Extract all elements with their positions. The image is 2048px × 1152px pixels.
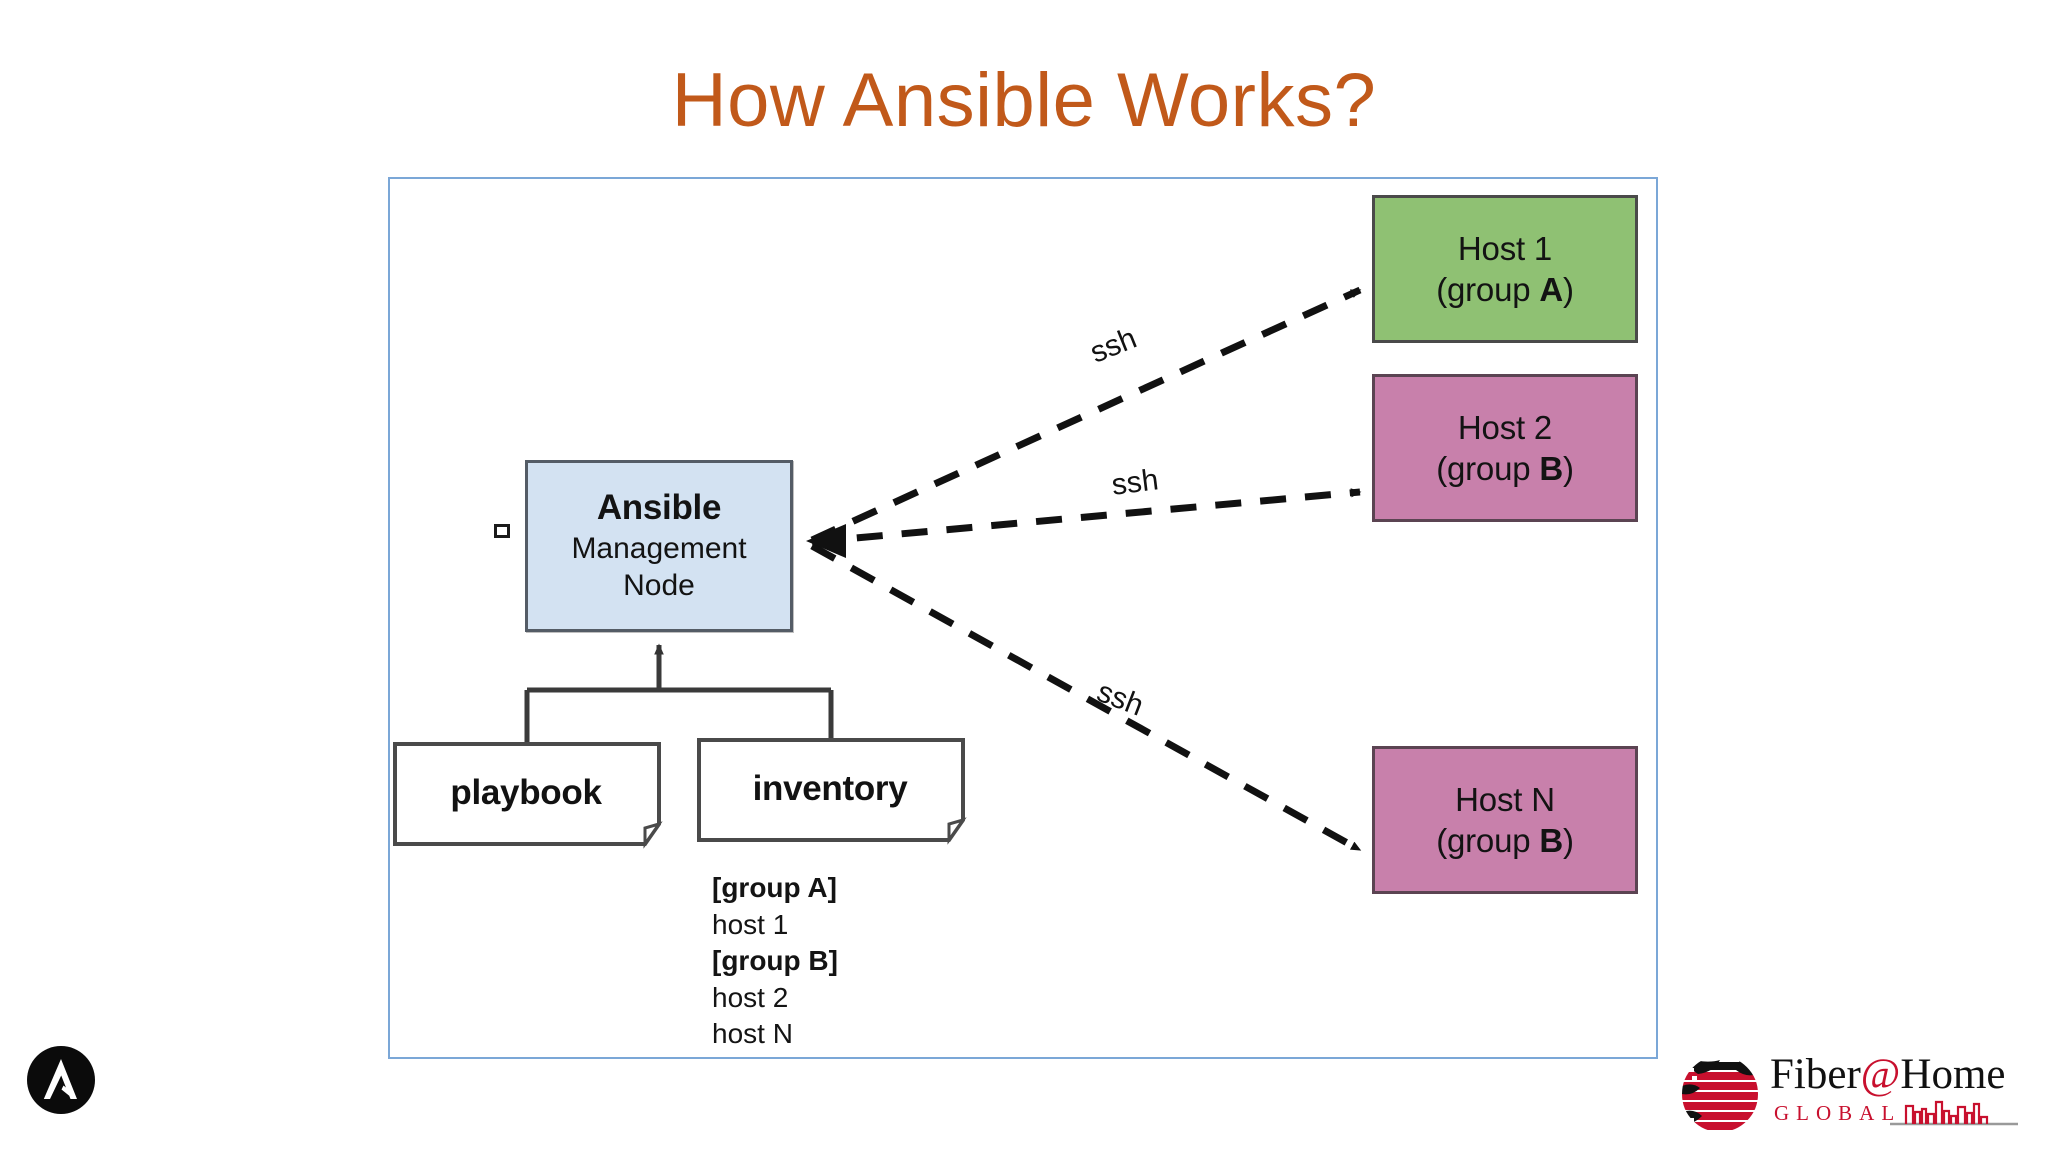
ansible-node-subtitle-1: Management	[571, 532, 747, 565]
ansible-management-node[interactable]: Ansible Management Node	[525, 460, 793, 632]
fiberhome-skyline-icon	[1890, 1100, 2018, 1126]
ansible-logo	[27, 1046, 95, 1114]
host-box-1[interactable]: Host 1 (group A)	[1372, 195, 1638, 343]
host-2-group-prefix: (group	[1436, 450, 1540, 487]
host-2-group-suffix: )	[1563, 450, 1574, 487]
host-1-group-suffix: )	[1563, 271, 1574, 308]
ansible-node-title: Ansible	[596, 488, 722, 527]
fiberhome-word-1: Fiber	[1770, 1051, 1861, 1098]
playbook-document[interactable]: playbook	[393, 742, 659, 844]
host-2-name: Host 2	[1457, 409, 1553, 446]
selection-handle[interactable]	[494, 524, 510, 538]
fiberhome-at-icon: @	[1860, 1051, 1901, 1098]
inventory-line-host-1: host 1	[712, 908, 789, 940]
ssh-label-host-2: ssh	[1109, 463, 1161, 502]
playbook-label: playbook	[450, 773, 602, 812]
page-title: How Ansible Works?	[671, 58, 1377, 143]
host-box-2[interactable]: Host 2 (group B)	[1372, 374, 1638, 522]
host-1-group-letter: A	[1539, 271, 1563, 308]
fiberhome-globe-icon	[1680, 1054, 1760, 1134]
inventory-contents: [group A] host 1 [group B] host 2 host N	[712, 870, 1012, 1053]
ansible-node-subtitle-2: Node	[623, 569, 695, 602]
host-1-group: (group A)	[1436, 269, 1574, 310]
fiberhome-logo: Fiber@Home GLOBAL	[1678, 1048, 2018, 1140]
host-n-group-suffix: )	[1563, 822, 1574, 859]
inventory-line-group-b: [group B]	[712, 945, 838, 976]
host-n-group-letter: B	[1539, 822, 1563, 859]
host-n-group: (group B)	[1436, 820, 1574, 861]
inventory-line-host-n: host N	[712, 1018, 793, 1049]
host-1-name: Host 1	[1457, 230, 1553, 267]
fiberhome-word-2: Home	[1900, 1051, 2006, 1098]
host-box-n[interactable]: Host N (group B)	[1372, 746, 1638, 894]
inventory-line-group-a: [group A]	[712, 872, 837, 903]
host-n-group-prefix: (group	[1436, 822, 1540, 859]
host-2-group-letter: B	[1539, 450, 1563, 487]
inventory-label: inventory	[752, 769, 908, 808]
fiberhome-tagline: GLOBAL	[1774, 1101, 1902, 1125]
inventory-line-host-2: host 2	[712, 981, 789, 1013]
inventory-document[interactable]: inventory	[697, 738, 963, 840]
fiberhome-wordmark: Fiber@Home	[1770, 1050, 2005, 1100]
host-1-group-prefix: (group	[1436, 271, 1540, 308]
host-n-name: Host N	[1455, 781, 1555, 818]
host-2-group: (group B)	[1436, 448, 1574, 489]
